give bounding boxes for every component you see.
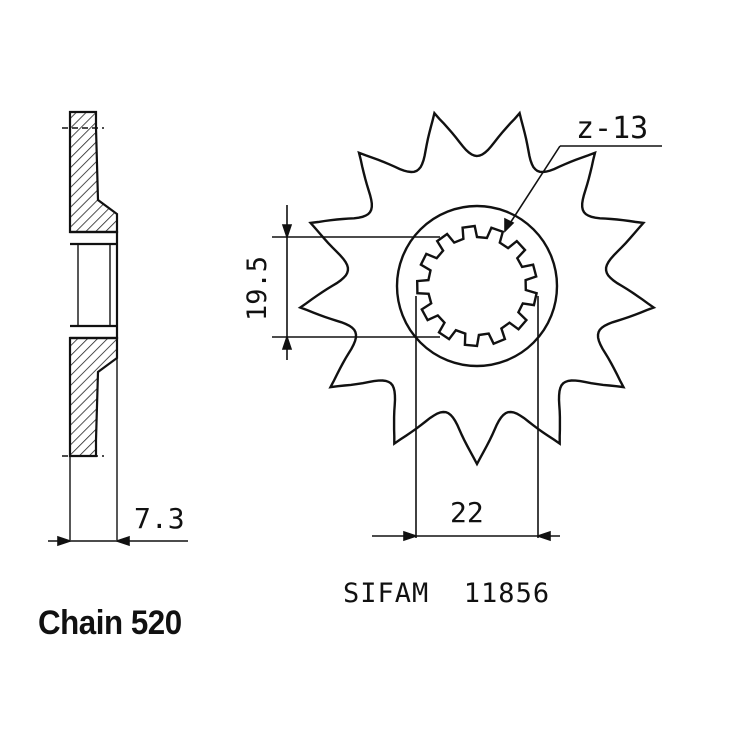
sprocket-side-view [62, 110, 119, 540]
thickness-dimension [48, 535, 188, 547]
bore-dimension-label: 22 [450, 496, 484, 529]
spline-dimension-label: 19.5 [242, 256, 273, 321]
spline-bore-profile [415, 224, 539, 348]
side-section-upper [68, 110, 119, 234]
side-bore [70, 230, 119, 340]
side-section-lower [68, 336, 119, 458]
teeth-count-label: z-13 [576, 111, 648, 146]
bore-dimension [372, 296, 560, 542]
chain-size-caption: Chain 520 [38, 604, 182, 642]
part-number: 11856 [463, 578, 551, 609]
brand-name: SIFAM [343, 578, 430, 609]
teeth-count-leader [504, 145, 662, 233]
sprocket-front-view [297, 110, 657, 467]
spline-dimension [272, 205, 440, 360]
part-code: SIFAM 11856 [343, 578, 550, 609]
thickness-dimension-label: 7.3 [134, 502, 185, 535]
sprocket-tooth-profile [297, 110, 657, 467]
hub-circle [395, 204, 559, 368]
